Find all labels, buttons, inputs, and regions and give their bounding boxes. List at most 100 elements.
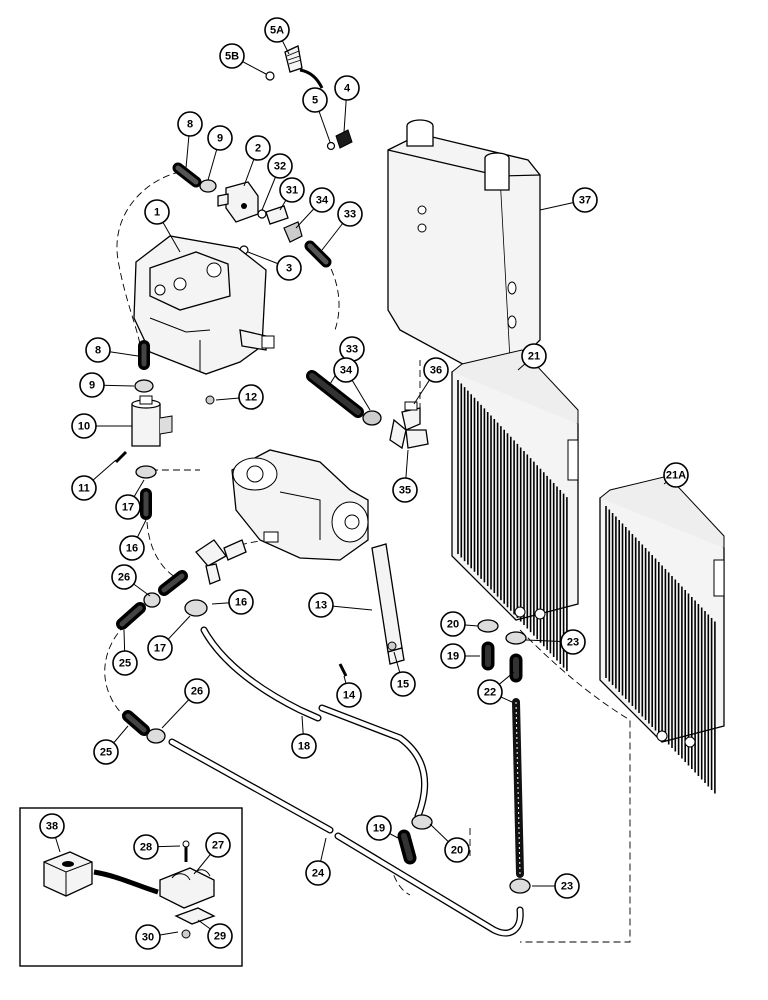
callout-number: 9: [217, 133, 223, 145]
callout-circle: [111, 564, 137, 590]
callout-14: 14: [336, 675, 362, 708]
part-hose-16-right: [158, 570, 188, 596]
callout-number: 33: [344, 209, 356, 221]
callout-number: 5A: [270, 25, 284, 37]
callout-17: 17: [115, 479, 145, 520]
callout-number: 34: [316, 195, 329, 207]
callout-20: 20: [429, 823, 470, 863]
callout-number: 20: [447, 619, 459, 631]
callout-number: 12: [245, 392, 257, 404]
callout-number: 24: [312, 868, 325, 880]
part-hose-33-top: [304, 240, 332, 268]
callout-circle: [291, 733, 317, 759]
callout-number: 13: [315, 600, 327, 612]
part-fitting-31: [265, 205, 289, 225]
part-oring-5b: [265, 71, 275, 81]
callout-circle: [264, 17, 290, 43]
part-clamp-34-middle: [362, 410, 382, 426]
callout-number: 1: [154, 207, 160, 219]
callout-number: 23: [561, 881, 573, 893]
part-clamp-9-top: [199, 179, 217, 193]
callout-13: 13: [308, 592, 373, 618]
callout-circle: [238, 384, 264, 410]
callout-2: 2: [243, 135, 271, 187]
part-clamp-23-upper: [505, 631, 527, 645]
callout-38: 38: [39, 813, 65, 853]
callout-number: 23: [567, 637, 579, 649]
callout-number: 25: [119, 658, 131, 670]
callout-number: 21A: [666, 470, 686, 482]
callout-number: 2: [255, 143, 261, 155]
callout-number: 4: [344, 83, 351, 95]
callout-31: 31: [279, 177, 305, 211]
callout-23: 23: [525, 629, 586, 655]
callout-circle: [115, 494, 141, 520]
callout-circle: [302, 87, 328, 113]
callout-number: 30: [142, 932, 154, 944]
callout-circle: [279, 177, 305, 203]
callout-circle: [337, 201, 363, 227]
part-fitting-5a: [284, 45, 303, 73]
callout-34: 34: [295, 187, 335, 229]
callout-circle: [39, 813, 65, 839]
part-hydraulic-motor: [231, 449, 369, 561]
callout-circle: [245, 135, 271, 161]
callout-35: 35: [392, 449, 418, 503]
callout-circle: [147, 635, 173, 661]
part-oil-cooler-21: [451, 349, 579, 672]
callout-15: 15: [390, 651, 416, 697]
callout-circle: [366, 815, 392, 841]
part-fitting-4: [335, 129, 353, 149]
callout-number: 33: [346, 344, 358, 356]
callout-circle: [308, 592, 334, 618]
part-nut-12: [205, 395, 215, 405]
callout-circle: [663, 462, 689, 488]
callout-number: 26: [191, 686, 203, 698]
callout-circle: [205, 832, 231, 858]
callout-circle: [560, 629, 586, 655]
callout-number: 27: [212, 840, 224, 852]
callout-number: 16: [126, 543, 138, 555]
callout-34: 34: [333, 357, 371, 411]
part-hose-25-bottom: [122, 710, 150, 736]
callout-circle: [440, 611, 466, 637]
part-clamp-20-upper: [477, 619, 499, 633]
callout-circle: [79, 372, 105, 398]
callout-number: 28: [140, 842, 152, 854]
part-clamp-17-left: [135, 465, 157, 479]
callout-number: 21: [528, 351, 540, 363]
callout-5b: 5B: [219, 43, 267, 75]
callout-17: 17: [147, 615, 191, 661]
part-elbow-fitting-35-36: [389, 401, 429, 450]
callout-37: 37: [539, 187, 598, 213]
part-tube-24: [168, 738, 524, 937]
part-hydraulic-reservoir-37: [387, 119, 541, 369]
callout-number: 5: [312, 95, 318, 107]
callout-circle: [119, 535, 145, 561]
callout-circle: [71, 413, 97, 439]
part-clamp-26-bottom: [146, 728, 166, 744]
callout-4: 4: [334, 75, 360, 133]
callout-27: 27: [195, 832, 231, 873]
callout-10: 10: [71, 413, 132, 439]
callout-circle: [309, 187, 335, 213]
callout-19: 19: [440, 643, 480, 669]
part-hose-25-top: [116, 602, 146, 630]
callout-1: 1: [144, 199, 181, 253]
callout-8: 8: [85, 337, 139, 363]
callout-9: 9: [207, 125, 233, 181]
callout-9: 9: [79, 372, 135, 398]
callout-number: 31: [286, 185, 298, 197]
part-tee-fitting: [195, 539, 247, 585]
callout-29: 29: [197, 919, 233, 949]
callout-circle: [93, 739, 119, 765]
callout-circle: [521, 343, 547, 369]
callout-3: 3: [247, 251, 302, 281]
callout-32: 32: [261, 153, 293, 211]
callout-25: 25: [93, 725, 129, 765]
callout-circle: [177, 111, 203, 137]
part-hose-22: [512, 698, 524, 878]
callout-22: 22: [477, 679, 513, 705]
